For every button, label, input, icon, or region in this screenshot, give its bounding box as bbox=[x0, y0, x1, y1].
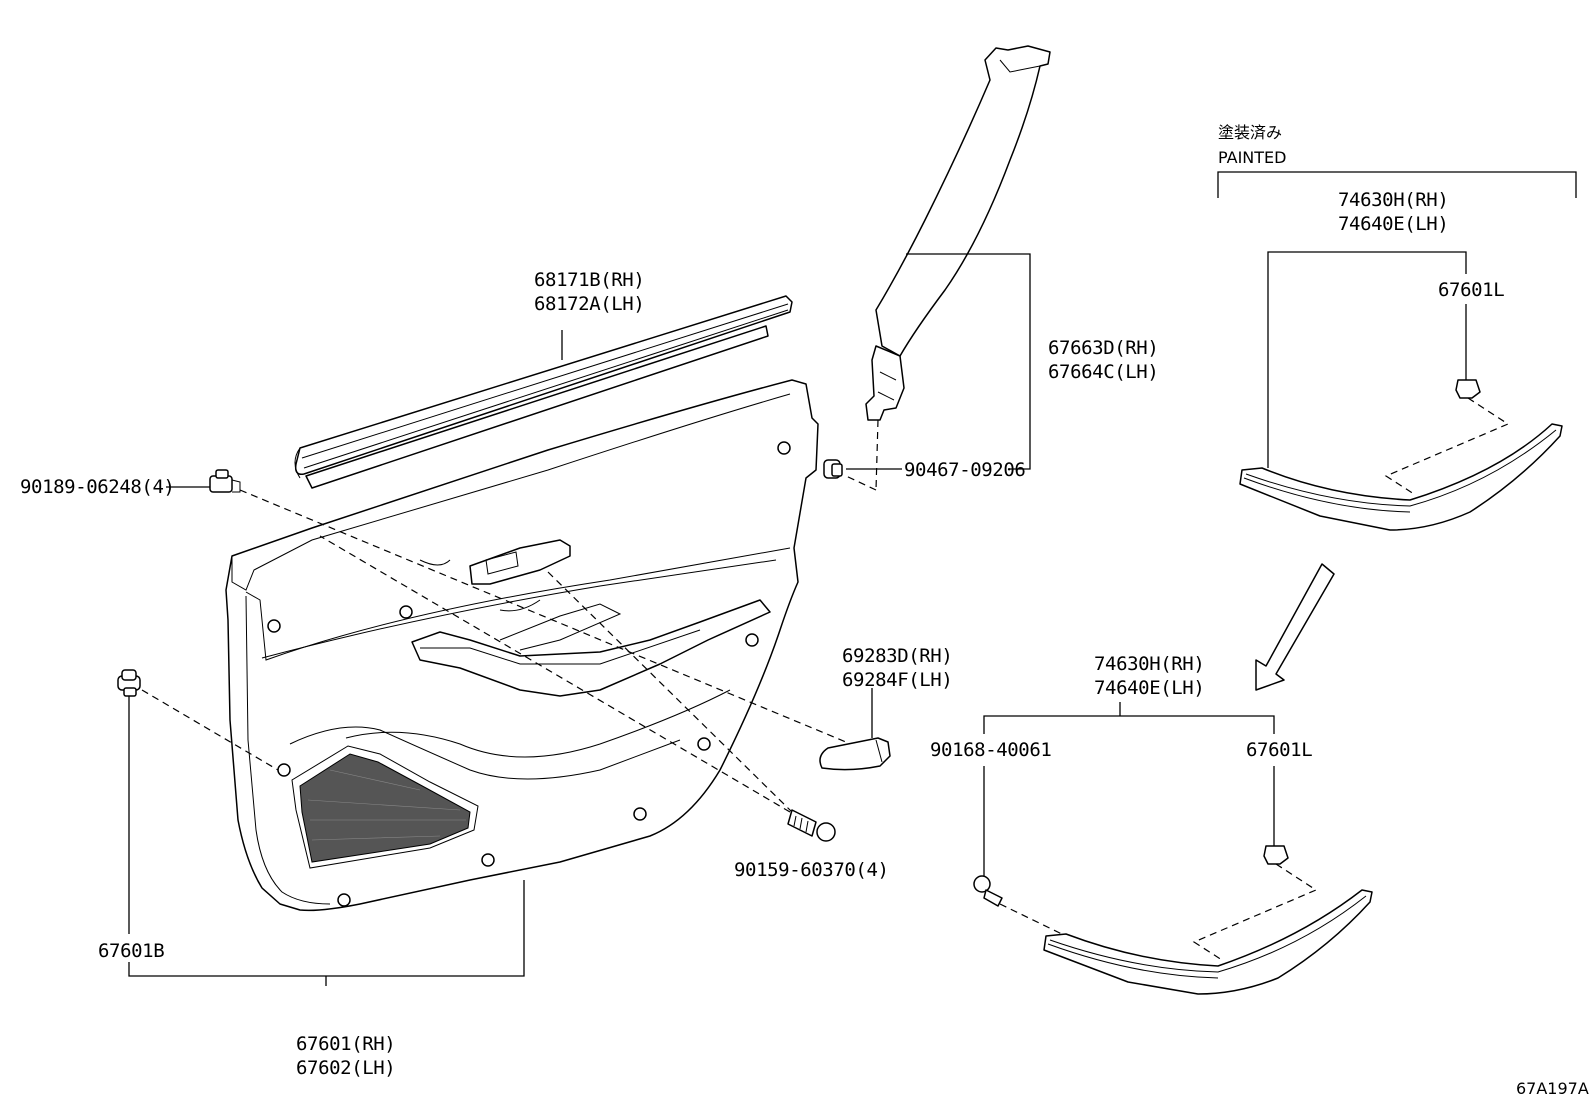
diagram-id: 67A197A bbox=[1516, 1079, 1589, 1098]
painted-note-jp: 塗装済み bbox=[1218, 123, 1282, 142]
belt-moulding bbox=[294, 295, 793, 489]
ornament-bot-screw-label: 90168-40061 bbox=[930, 739, 1051, 761]
belt-moulding-label-lh: 68172A(LH) bbox=[534, 293, 644, 315]
pillar-clip-icon bbox=[823, 459, 843, 479]
arrow-down-icon bbox=[1255, 563, 1335, 691]
pillar-garnish bbox=[865, 45, 1051, 421]
ornament-top-clip-label: 67601L bbox=[1438, 279, 1504, 301]
door-ornament-bottom bbox=[1043, 889, 1373, 995]
belt-moulding-label-rh: 68171B(RH) bbox=[534, 269, 644, 291]
ornament-bot-screw-icon bbox=[973, 875, 1003, 907]
ornament-top-label-lh: 74640E(LH) bbox=[1338, 213, 1448, 235]
armrest-label-lh: 69284F(LH) bbox=[842, 669, 952, 691]
ornament-bot-clip-icon bbox=[1263, 845, 1289, 865]
ornament-bot-label-rh: 74630H(RH) bbox=[1094, 653, 1204, 675]
pillar-clip-label: 90467-09206 bbox=[904, 459, 1025, 481]
inner-handle-icon bbox=[469, 539, 571, 585]
trim-panel-label-rh: 67601(RH) bbox=[296, 1033, 395, 1055]
screw-icon bbox=[787, 809, 836, 842]
pillar-garnish-label-lh: 67664C(LH) bbox=[1048, 361, 1158, 383]
trim-panel-label-lh: 67602(LH) bbox=[296, 1057, 395, 1079]
trim-clip-label: 90189-06248(4) bbox=[20, 476, 175, 498]
door-ornament-top bbox=[1239, 423, 1563, 531]
ornament-top-clip-icon bbox=[1455, 379, 1481, 399]
armrest-label-rh: 69283D(RH) bbox=[842, 645, 952, 667]
ornament-bot-clip-label: 67601L bbox=[1246, 739, 1312, 761]
armrest-cover bbox=[819, 737, 891, 771]
clip-b-icon bbox=[117, 669, 141, 697]
trim-clip-icon bbox=[209, 469, 241, 493]
speaker-grille-icon bbox=[299, 753, 471, 863]
painted-note-en: PAINTED bbox=[1218, 148, 1286, 167]
door-trim-panel bbox=[225, 379, 819, 912]
clip-b-label: 67601B bbox=[98, 940, 164, 962]
ornament-bot-label-lh: 74640E(LH) bbox=[1094, 677, 1204, 699]
ornament-top-label-rh: 74630H(RH) bbox=[1338, 189, 1448, 211]
pillar-garnish-label-rh: 67663D(RH) bbox=[1048, 337, 1158, 359]
screw-label: 90159-60370(4) bbox=[734, 859, 889, 881]
